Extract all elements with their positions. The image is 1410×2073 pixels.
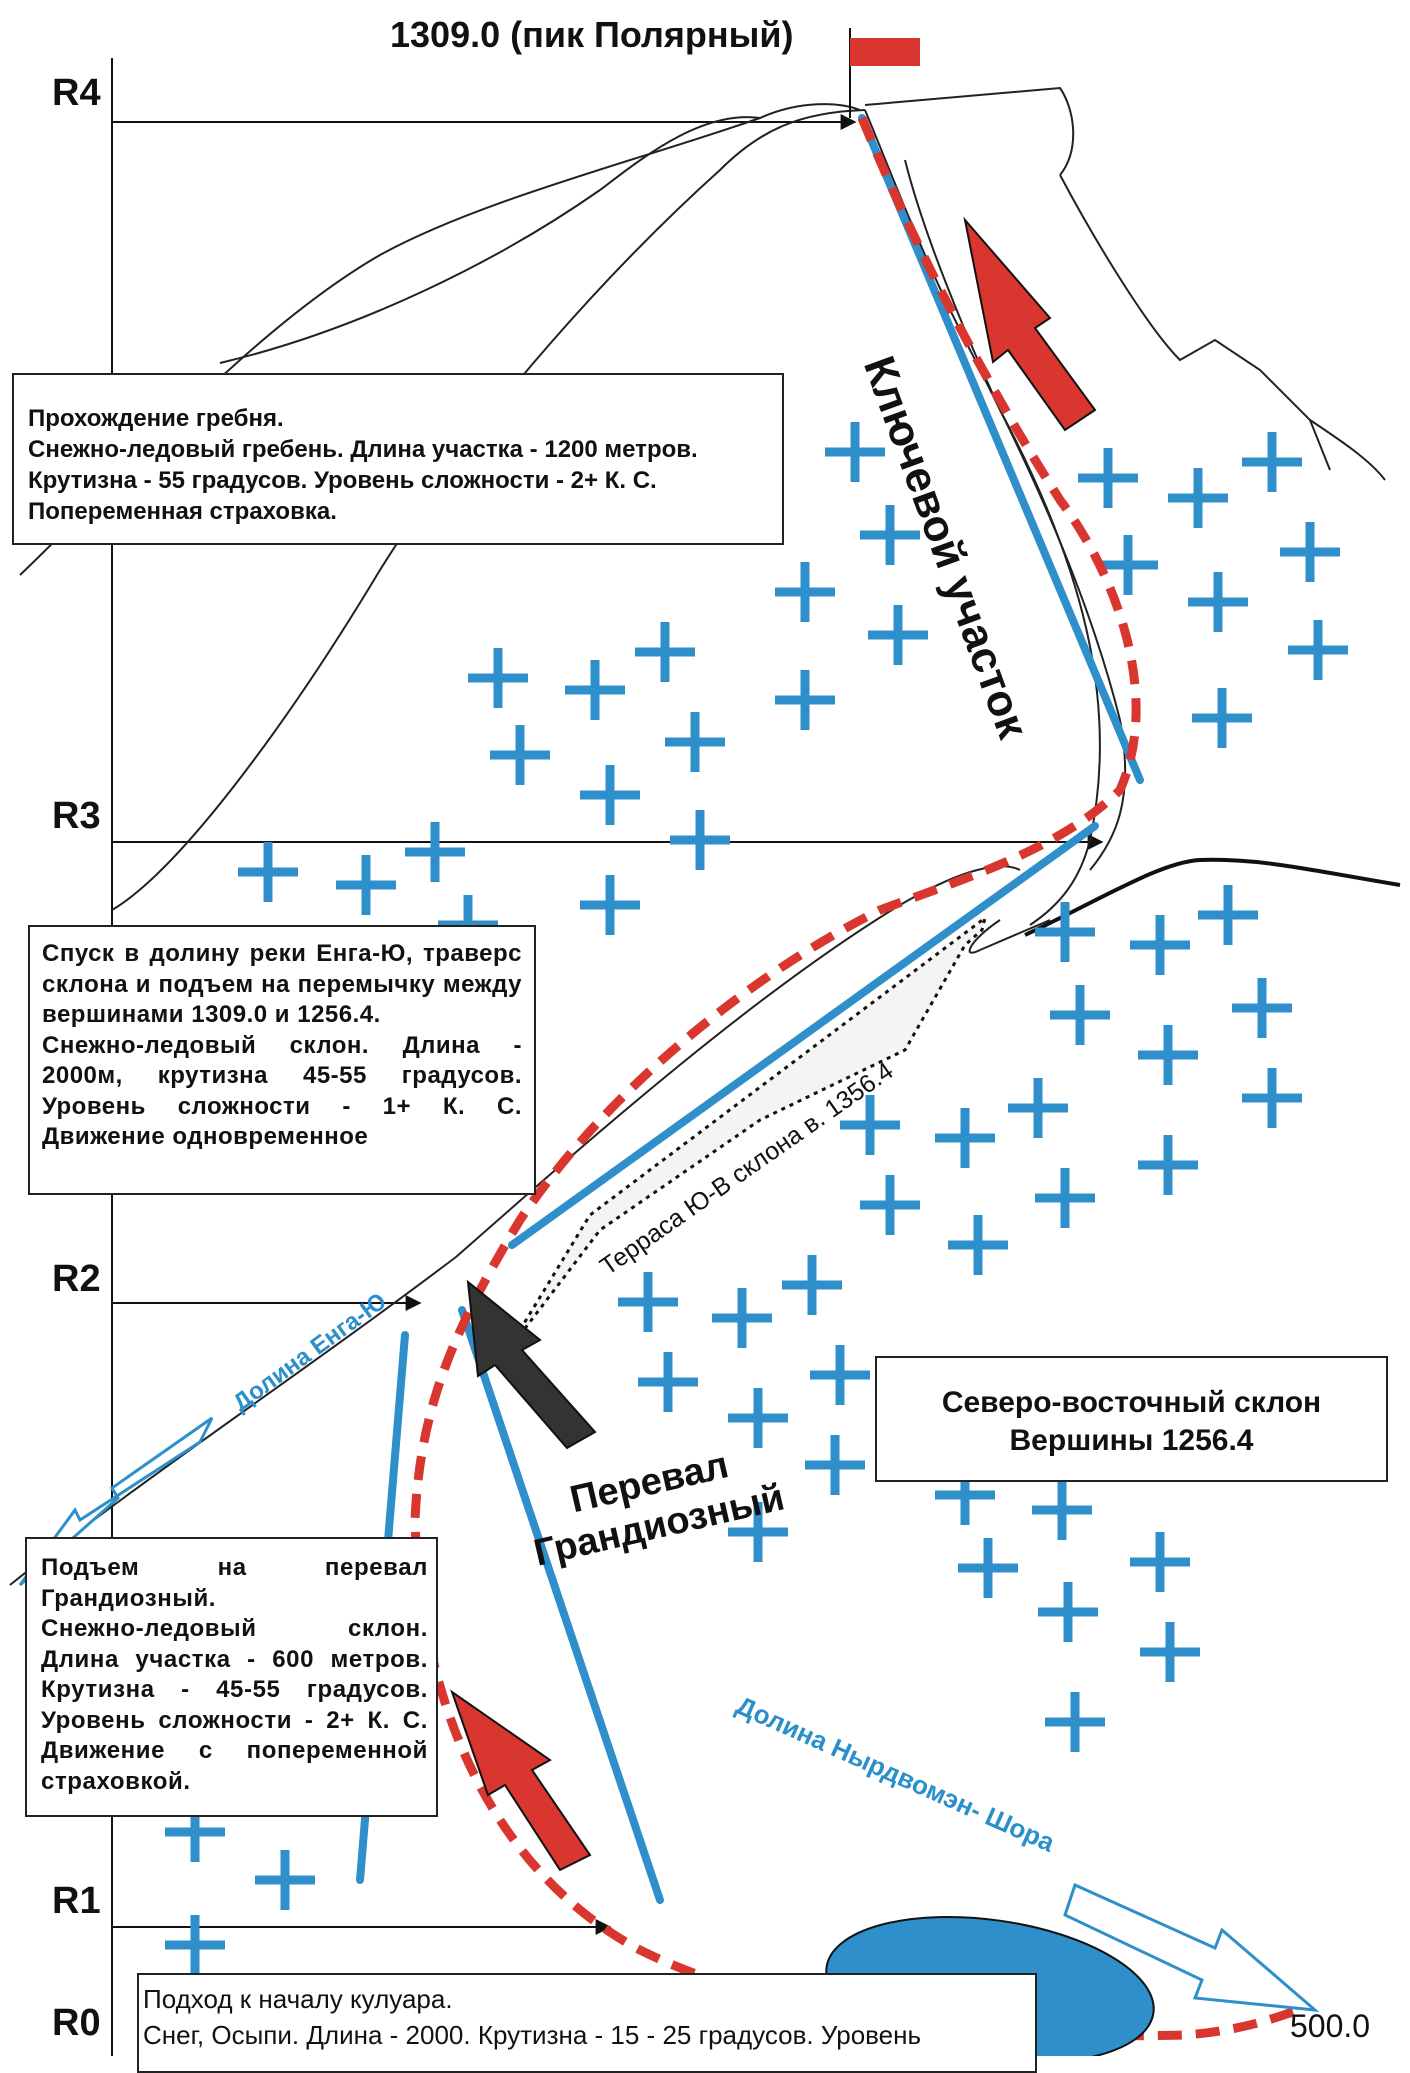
snow-markers <box>165 422 1348 1975</box>
ridge-info-box: Прохождение гребня. Снежно-ледовый гребе… <box>12 373 784 545</box>
red-arrow-up-key <box>963 216 1097 432</box>
red-arrow-up-pass <box>450 1689 592 1872</box>
ridge-info-text: Прохождение гребня. Снежно-ледовый гребе… <box>28 405 698 525</box>
level-label-r0: R0 <box>52 2002 101 2044</box>
descent-info-box: Спуск в долину реки Енга-Ю, траверс скло… <box>28 925 536 1195</box>
pass-info-box: Подъем на перевал Грандиозный. Снежно-ле… <box>25 1537 438 1817</box>
level-label-r3: R3 <box>52 795 101 837</box>
descent-info-text: Спуск в долину реки Енга-Ю, траверс скло… <box>42 940 522 1150</box>
level-label-r1: R1 <box>52 1880 101 1922</box>
level-label-r4: R4 <box>52 72 101 114</box>
elevation-500-label: 500.0 <box>1290 2008 1371 2044</box>
valley-arrow-nyrd <box>1063 1882 1320 2012</box>
peak-title: 1309.0 (пик Полярный) <box>390 14 794 55</box>
ridge-line-bold <box>1024 857 1401 937</box>
pass-info-text: Подъем на перевал Грандиозный. Снежно-ле… <box>41 1554 428 1795</box>
summit-flag <box>850 38 920 66</box>
northeast-slope-text: Северо-восточный склон Вершины 1256.4 <box>941 1386 1322 1457</box>
black-arrow-pass <box>466 1279 597 1450</box>
northeast-slope-box: Северо-восточный склон Вершины 1256.4 <box>875 1356 1388 1482</box>
level-label-r2: R2 <box>52 1258 101 1300</box>
approach-info-box: Подход к началу кулуара. Снег, Осыпи. Дл… <box>137 1973 1037 2073</box>
approach-info-text: Подход к началу кулуара. Снег, Осыпи. Дл… <box>143 1984 922 2050</box>
terrace-outline <box>518 914 988 1340</box>
